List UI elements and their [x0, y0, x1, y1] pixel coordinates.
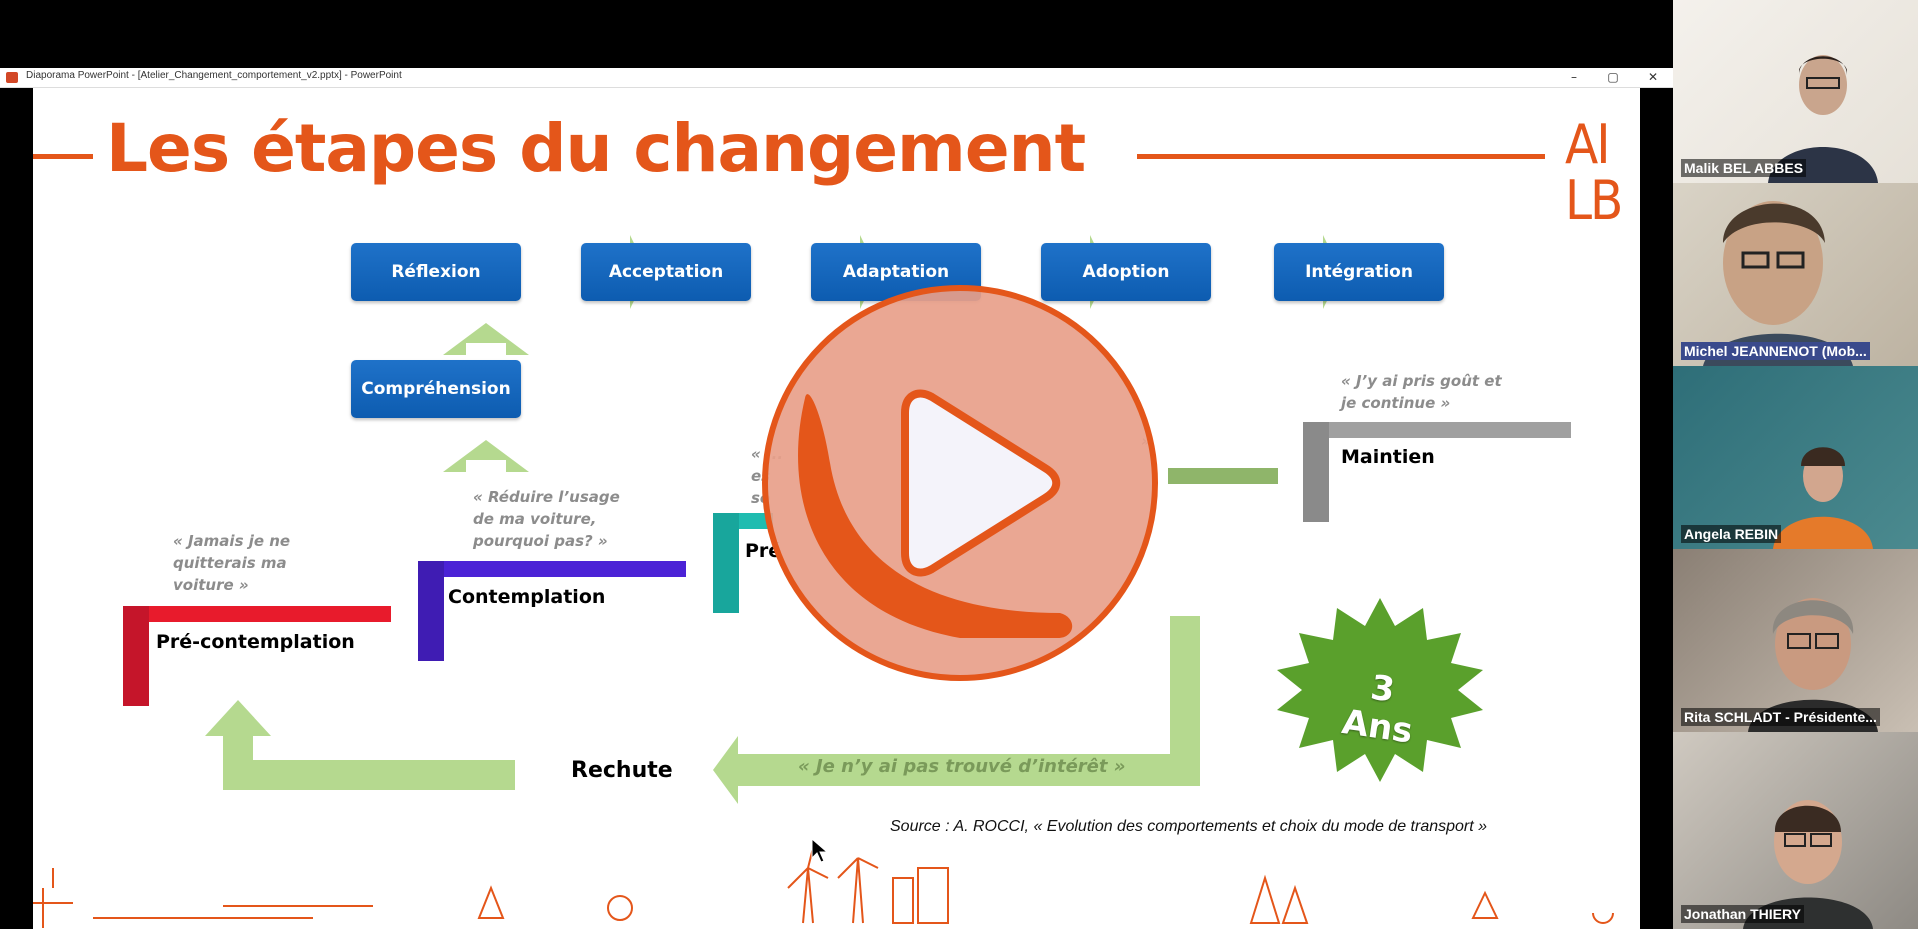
- screen-share-area: Diaporama PowerPoint - [Atelier_Changeme…: [0, 68, 1673, 929]
- play-icon[interactable]: [760, 283, 1160, 683]
- label-maintien: Maintien: [1341, 446, 1435, 468]
- participant-name: Malik BEL ABBES: [1681, 159, 1807, 177]
- stage-adoption: Adoption: [1041, 243, 1211, 301]
- stage-reflexion: Réflexion: [351, 243, 521, 301]
- logo-top: AI: [1565, 113, 1611, 176]
- label-contemplation: Contemplation: [448, 586, 606, 608]
- title-rule-left: [33, 154, 93, 159]
- participant-tile[interactable]: Jonathan THIERY: [1673, 732, 1918, 929]
- stage-acceptation: Acceptation: [581, 243, 751, 301]
- window-title: Diaporama PowerPoint - [Atelier_Changeme…: [26, 70, 402, 81]
- label-precontemplation: Pré-contemplation: [156, 631, 355, 653]
- close-button[interactable]: ✕: [1647, 70, 1659, 84]
- stage-comprehension: Compréhension: [351, 360, 521, 418]
- source-citation: Source : A. ROCCI, « Evolution des compo…: [890, 818, 1488, 835]
- participant-name: Jonathan THIERY: [1681, 905, 1804, 923]
- participant-tile[interactable]: Rita SCHLADT - Présidente...: [1673, 549, 1918, 732]
- restore-button[interactable]: ▢: [1607, 70, 1619, 84]
- participant-name: Michel JEANNENOT (Mob...: [1681, 342, 1870, 360]
- quote-precontemplation: « Jamais je ne quitterais ma voiture »: [173, 532, 291, 594]
- minimize-button[interactable]: –: [1571, 70, 1577, 84]
- stage-integration: Intégration: [1274, 243, 1444, 301]
- quote-maintien: « J’y ai pris goût et je continue »: [1341, 372, 1502, 412]
- participant-tile[interactable]: Malik BEL ABBES: [1673, 0, 1918, 183]
- logo-bottom: LB: [1565, 169, 1623, 232]
- participant-name: Rita SCHLADT - Présidente...: [1681, 708, 1880, 726]
- stair-steps: [123, 422, 1571, 706]
- participant-name: Angela REBIN: [1681, 525, 1782, 543]
- participant-tile[interactable]: Angela REBIN: [1673, 366, 1918, 549]
- participants-sidebar: Malik BEL ABBES Michel JEANNENOT (Mob...…: [1673, 0, 1918, 929]
- presentation-slide: Les étapes du changement AI LB: [33, 88, 1640, 929]
- participant-video: [1703, 201, 1853, 366]
- participant-video: [1773, 447, 1873, 549]
- powerpoint-titlebar: Diaporama PowerPoint - [Atelier_Changeme…: [0, 68, 1673, 88]
- mouse-cursor-icon: [811, 838, 829, 863]
- label-rechute: Rechute: [571, 758, 673, 783]
- three-years-badge: [1277, 598, 1483, 782]
- participant-tile-active[interactable]: Michel JEANNENOT (Mob...: [1673, 183, 1918, 366]
- arrow-up-1: [443, 323, 529, 355]
- stage-adaptation: Adaptation: [811, 243, 981, 301]
- arrow-up-2: [443, 440, 529, 472]
- badge-text: 3 Ans: [1339, 667, 1416, 752]
- quote-contemplation: « Réduire l’usage de ma voiture, pourquo…: [473, 488, 620, 550]
- quote-rechute: « Je n’y ai pas trouvé d’intérêt »: [798, 756, 1126, 777]
- rechute-arrow: [713, 616, 1200, 804]
- title-rule-right: [1137, 154, 1545, 159]
- return-arrow-body: [223, 760, 515, 790]
- powerpoint-icon: [6, 72, 18, 83]
- footer-decoration: [33, 847, 1614, 928]
- slide-title: Les étapes du changement: [106, 110, 1086, 187]
- return-arrow-head: [205, 700, 271, 790]
- adoption-band: [1168, 468, 1278, 484]
